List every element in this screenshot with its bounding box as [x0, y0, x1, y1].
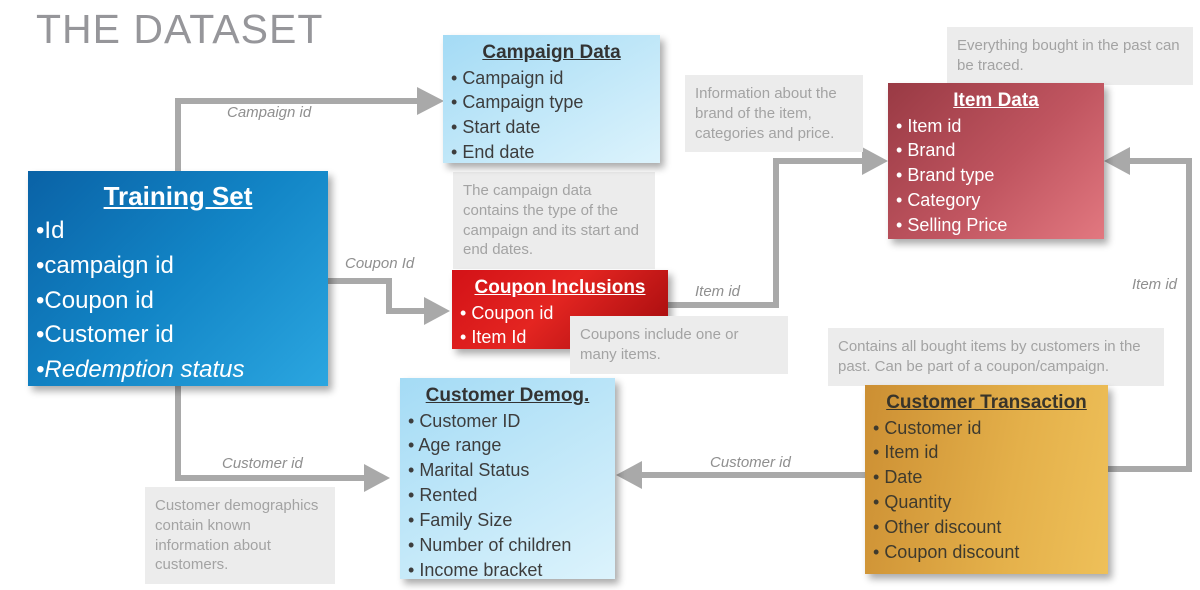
entity-field: Brand — [896, 138, 1096, 163]
entity-field: Category — [896, 188, 1096, 213]
note-campaign-data: The campaign data contains the type of t… — [453, 172, 655, 270]
entity-field: Marital Status — [408, 458, 607, 483]
entity-field: Id — [36, 214, 320, 249]
entity-field: Brand type — [896, 163, 1096, 188]
arrow-label-customer-id-left: Customer id — [222, 455, 303, 472]
entity-field: Age range — [408, 433, 607, 458]
arrow-campaign-id — [175, 87, 444, 171]
entity-title: Customer Demog. — [425, 385, 590, 406]
arrow-label-item-id-transaction: Item id — [1132, 276, 1178, 293]
entity-field: Redemption status — [36, 353, 320, 388]
entity-title: Customer Transaction — [886, 392, 1087, 413]
arrow-coupon-id — [327, 278, 450, 325]
entity-field: campaign id — [36, 249, 320, 284]
entity-field: Item Id — [460, 325, 660, 350]
entity-field: Start date — [451, 115, 652, 140]
entity-field: Coupon discount — [873, 540, 1100, 565]
note-coupon-inclusions: Coupons include one or many items. — [570, 316, 788, 374]
entity-field: Rented — [408, 483, 607, 508]
entity-field: Customer ID — [408, 409, 607, 434]
note-customer-demographics: Customer demographics contain known info… — [145, 487, 335, 585]
entity-field: Family Size — [408, 508, 607, 533]
entity-field: Date — [873, 465, 1100, 490]
entity-field-list: Campaign idCampaign typeStart dateEnd da… — [451, 66, 652, 165]
entity-field: End date — [451, 140, 652, 165]
entity-field: Campaign id — [451, 66, 652, 91]
entity-field: Item id — [896, 114, 1096, 139]
entity-field: Quantity — [873, 490, 1100, 515]
arrow-item-id-from-transaction — [1104, 147, 1192, 472]
arrow-label-item-id-coupon: Item id — [695, 283, 741, 300]
note-item-history: Everything bought in the past can be tra… — [947, 27, 1193, 85]
entity-title: Coupon Inclusions — [474, 277, 646, 298]
entity-title: Campaign Data — [482, 42, 621, 63]
note-item-info: Information about the brand of the item,… — [685, 75, 863, 153]
arrow-customer-id-from-training — [175, 385, 390, 492]
entity-field: Item id — [873, 440, 1100, 465]
entity-field: Selling Price — [896, 213, 1096, 238]
entity-field: Other discount — [873, 515, 1100, 540]
entity-title: Item Data — [953, 90, 1039, 111]
entity-box-campaign-data: Campaign Data Campaign idCampaign typeSt… — [443, 35, 660, 163]
arrow-item-id-from-coupon — [667, 147, 888, 308]
entity-field-list: Item idBrandBrand typeCategorySelling Pr… — [896, 114, 1096, 238]
entity-field: Coupon id — [36, 284, 320, 319]
entity-field: Number of children — [408, 533, 607, 558]
entity-title: Training Set — [103, 181, 253, 211]
page-title: THE DATASET — [36, 6, 324, 52]
arrow-customer-id-from-transaction — [616, 461, 865, 489]
arrow-label-campaign-id: Campaign id — [227, 104, 312, 121]
note-customer-transaction: Contains all bought items by customers i… — [828, 328, 1164, 386]
entity-field: Coupon id — [460, 301, 660, 326]
arrow-label-coupon-id: Coupon Id — [345, 255, 415, 272]
arrow-label-customer-id-bottom: Customer id — [710, 454, 791, 471]
entity-field-list: Customer IDAge rangeMarital StatusRented… — [408, 409, 607, 583]
entity-field: Customer id — [873, 416, 1100, 441]
entity-field: Campaign type — [451, 90, 652, 115]
entity-box-item-data: Item Data Item idBrandBrand typeCategory… — [888, 83, 1104, 239]
entity-field: Customer id — [36, 318, 320, 353]
entity-box-customer-demog: Customer Demog. Customer IDAge rangeMari… — [400, 378, 615, 580]
entity-field: Income bracket — [408, 558, 607, 583]
